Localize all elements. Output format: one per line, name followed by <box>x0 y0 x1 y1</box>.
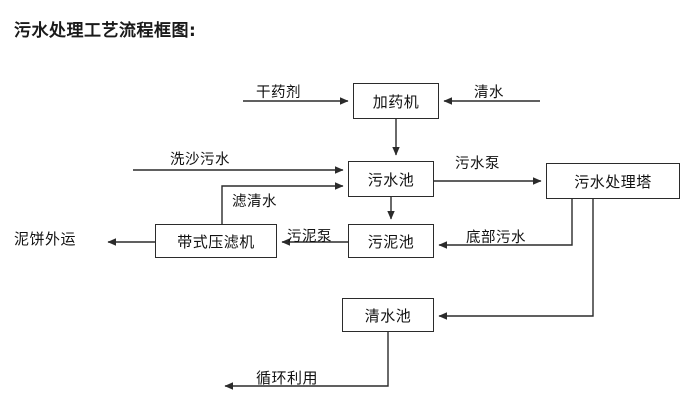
node-treatment-tower[interactable]: 污水处理塔 <box>546 163 680 199</box>
node-label: 污泥池 <box>367 232 415 251</box>
edge-tower-to-clearwater <box>438 199 594 320</box>
edge-label-dry-reagent: 干药剂 <box>256 85 301 101</box>
edge-filtrate-to-sewage-pool <box>221 182 344 224</box>
node-dosing-machine[interactable]: 加药机 <box>353 83 439 119</box>
edge-label-sewage-pump: 污水泵 <box>455 156 500 172</box>
edge-label-bottom-sewage: 底部污水 <box>466 230 526 246</box>
edge-clearwater-to-recycle <box>224 332 389 390</box>
node-label: 清水池 <box>364 306 412 325</box>
node-label: 污水池 <box>367 170 415 189</box>
node-sludge-pool[interactable]: 污泥池 <box>348 224 434 258</box>
node-label: 带式压滤机 <box>177 232 255 251</box>
node-clearwater-pool[interactable]: 清水池 <box>342 298 434 332</box>
node-belt-filter-press[interactable]: 带式压滤机 <box>155 224 277 258</box>
edge-label-sand-wash-sewage: 洗沙污水 <box>170 152 230 168</box>
edge-label-sludge-pump: 污泥泵 <box>287 229 332 245</box>
node-sewage-pool[interactable]: 污水池 <box>348 161 434 197</box>
flow-label-mud-cake-out: 泥饼外运 <box>14 230 77 248</box>
node-label: 污水处理塔 <box>574 172 652 191</box>
page-title: 污水处理工艺流程框图: <box>14 21 197 41</box>
edge-label-filtrate-water: 滤清水 <box>232 194 277 210</box>
edge-tower-bottom-to-sludge <box>438 199 573 249</box>
node-label: 加药机 <box>372 92 420 111</box>
flow-label-recycle-use: 循环利用 <box>256 369 319 387</box>
edge-label-clean-water: 清水 <box>474 85 504 101</box>
